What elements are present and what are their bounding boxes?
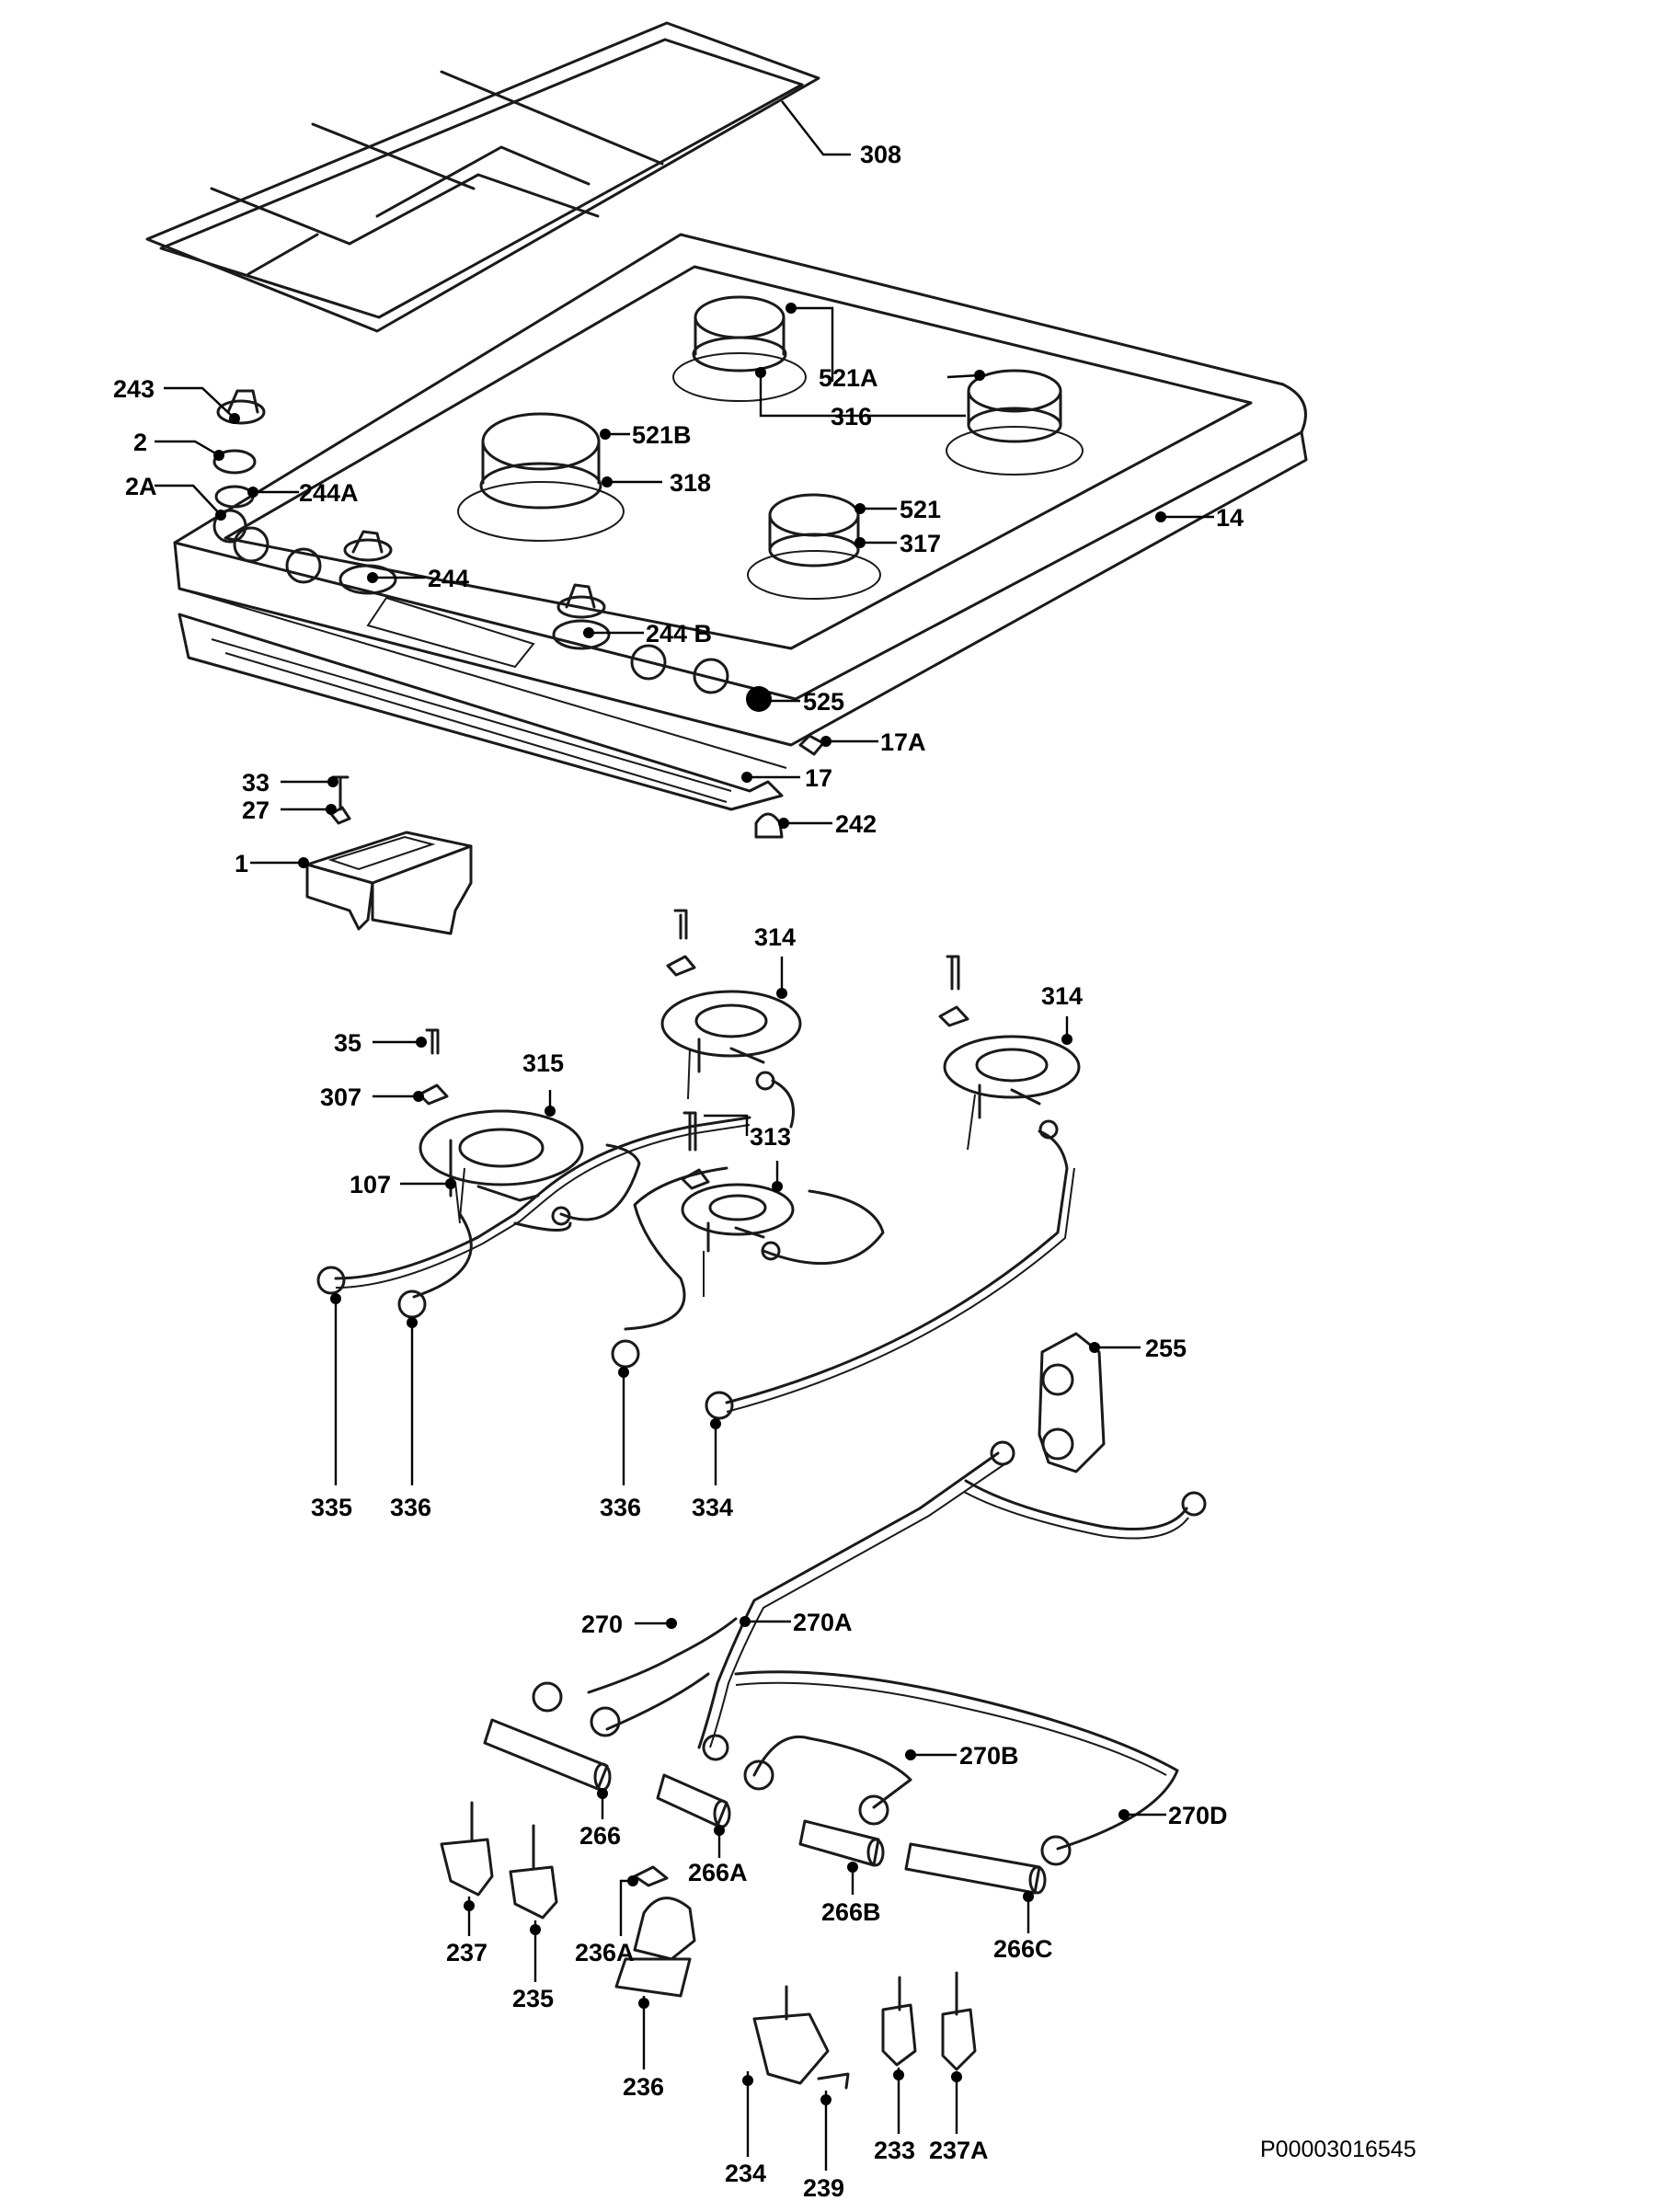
- label-266C: 266C: [993, 1935, 1053, 1963]
- callout-labels: 308 521A 316 243 2 2A 244A 521B 318 521 …: [113, 141, 1416, 2202]
- label-243: 243: [113, 375, 155, 403]
- label-307: 307: [320, 1083, 361, 1111]
- gas-inlet-connector: [1038, 1332, 1106, 1473]
- label-314-right: 314: [1041, 982, 1083, 1010]
- label-270B: 270B: [959, 1742, 1019, 1770]
- control-panel-strip: [178, 613, 825, 839]
- label-266: 266: [579, 1822, 621, 1850]
- label-525: 525: [803, 688, 844, 716]
- thermocouple-35: [418, 1028, 449, 1106]
- label-244B: 244 B: [646, 620, 712, 648]
- label-1: 1: [235, 850, 248, 877]
- label-17A: 17A: [880, 728, 926, 756]
- label-239: 239: [803, 2174, 844, 2202]
- burner-base-314-left: [660, 909, 802, 1100]
- burner-base-313: [681, 1111, 795, 1297]
- gas-taps: [440, 1801, 977, 2090]
- label-244: 244: [428, 565, 469, 592]
- burner-base-314-right: [938, 955, 1081, 1151]
- label-270A: 270A: [793, 1609, 853, 1636]
- label-237A: 237A: [929, 2137, 989, 2164]
- label-2A: 2A: [125, 473, 157, 500]
- burner-cap-rapid: [457, 412, 625, 542]
- pipe-nuts: [316, 1071, 1059, 1420]
- ignition-generator-box: [305, 775, 473, 935]
- label-266B: 266B: [821, 1898, 881, 1926]
- label-315: 315: [522, 1049, 564, 1077]
- label-242: 242: [835, 810, 877, 838]
- label-27: 27: [242, 797, 270, 824]
- label-314-left: 314: [754, 923, 796, 951]
- label-35: 35: [334, 1029, 361, 1057]
- label-317: 317: [900, 530, 941, 557]
- label-14: 14: [1216, 504, 1244, 532]
- label-521: 521: [900, 496, 941, 523]
- label-336-a: 336: [390, 1494, 431, 1521]
- label-270: 270: [581, 1610, 623, 1638]
- label-316: 316: [831, 403, 872, 430]
- label-521B: 521B: [632, 421, 692, 449]
- figure-code: P00003016545: [1260, 2137, 1416, 2162]
- label-335: 335: [311, 1494, 352, 1521]
- label-270D: 270D: [1168, 1802, 1228, 1829]
- label-244A: 244A: [299, 479, 359, 507]
- label-336-b: 336: [600, 1494, 641, 1521]
- label-234: 234: [725, 2160, 766, 2187]
- label-237: 237: [446, 1939, 487, 1966]
- label-2: 2: [133, 429, 147, 456]
- burner-base-315: [419, 1109, 584, 1224]
- burner-cap-rear-left: [672, 295, 807, 402]
- label-308: 308: [860, 141, 901, 168]
- control-knobs: [212, 389, 772, 712]
- label-107: 107: [350, 1171, 391, 1198]
- label-236: 236: [623, 2073, 664, 2101]
- label-236A: 236A: [575, 1939, 635, 1966]
- burner-cap-rear-right: [946, 369, 1084, 476]
- burner-gas-pipes: [334, 1079, 1075, 1413]
- label-233: 233: [874, 2137, 915, 2164]
- label-235: 235: [512, 1985, 554, 2012]
- injector-tubes: [483, 1718, 1047, 1895]
- callout-leaders: [155, 100, 1214, 2171]
- label-33: 33: [242, 769, 270, 797]
- label-334: 334: [692, 1494, 733, 1521]
- label-255: 255: [1145, 1335, 1187, 1362]
- label-17: 17: [805, 764, 832, 792]
- manifold-pipes: [532, 1440, 1207, 1866]
- label-266A: 266A: [688, 1859, 748, 1886]
- label-521A: 521A: [819, 364, 878, 392]
- label-313: 313: [750, 1123, 791, 1151]
- label-318: 318: [670, 469, 711, 497]
- pan-support-grid: [145, 21, 820, 333]
